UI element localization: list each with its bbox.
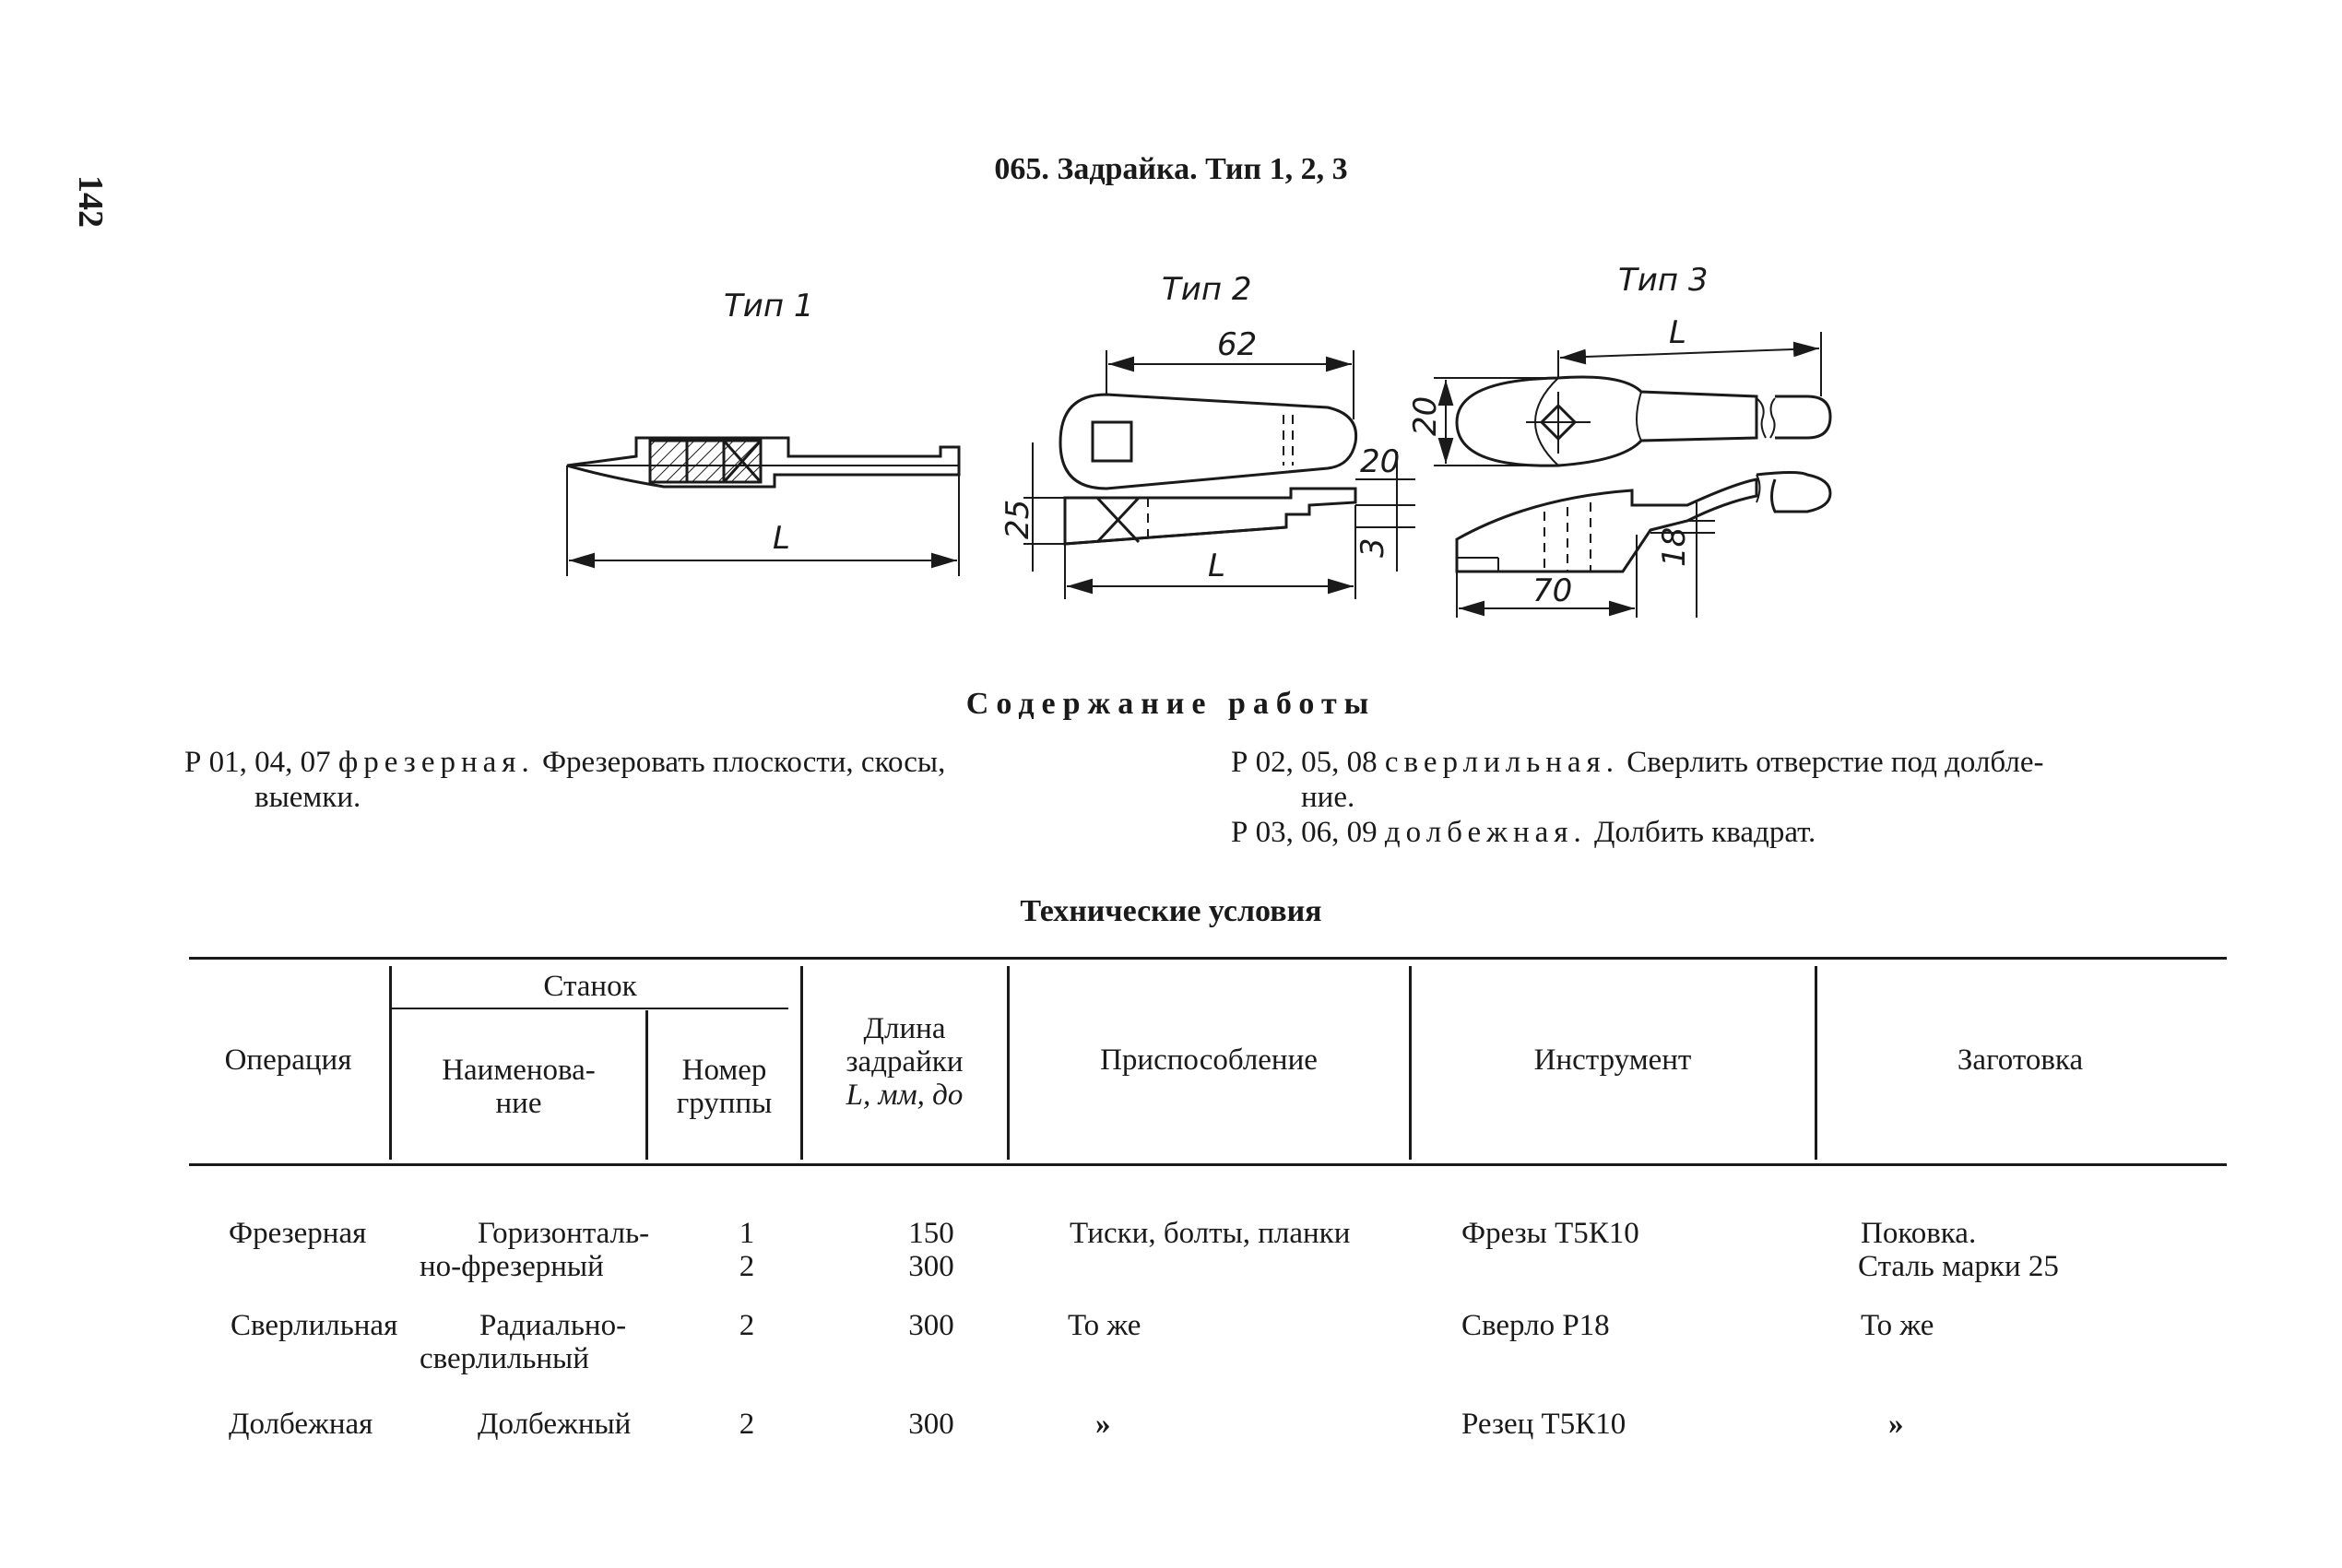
header-length-l2: задрайки — [846, 1045, 964, 1079]
right1-op-code: Р 02, 05, 08 — [1231, 746, 1378, 779]
machine-subrule — [392, 1008, 788, 1009]
type3-dim-top: L — [1669, 314, 1686, 351]
header-length: Длина задрайки L, мм, до — [803, 1012, 1006, 1112]
tech-heading: Технические условия — [1020, 894, 1322, 928]
header-machine: Станок — [543, 970, 637, 1003]
cell-blank: То же — [1861, 1309, 1934, 1342]
header-name-l2: ние — [495, 1087, 542, 1120]
cell-blank: Сталь марки 25 — [1858, 1250, 2059, 1283]
content-heading: Содержание работы — [965, 687, 1377, 721]
header-fixture: Приспособление — [1100, 1043, 1318, 1077]
header-length-l3: L, мм, до — [846, 1079, 964, 1112]
col-divider — [389, 966, 392, 1160]
type3-dim-head: 20 — [1407, 396, 1444, 436]
content-left-block: Р 01, 04, 07 фрезерная. Фрезеровать плос… — [184, 745, 1199, 815]
col-divider — [645, 1010, 648, 1160]
cell-group: 1 — [739, 1217, 755, 1250]
cell-tool: Резец Т5К10 — [1461, 1408, 1626, 1441]
cell-group: 2 — [739, 1408, 755, 1441]
header-name-l1: Наименова- — [442, 1054, 596, 1087]
right2-op-text: Долбить квадрат. — [1593, 816, 1816, 849]
cell-fixture: » — [1095, 1408, 1111, 1441]
cell-tool: Фрезы Т5К10 — [1461, 1217, 1639, 1250]
header-group-l2: группы — [676, 1087, 773, 1120]
cell-group: 2 — [739, 1309, 755, 1342]
cell-fixture: Тиски, болты, планки — [1070, 1217, 1351, 1250]
left-op-text-cont: выемки. — [254, 781, 361, 814]
cell-length: 150 — [908, 1217, 954, 1250]
left-op-name: фрезерная. — [337, 746, 535, 779]
header-tool: Инструмент — [1533, 1043, 1692, 1077]
right2-op-name: долбежная. — [1384, 816, 1587, 849]
cell-blank: Поковка. — [1861, 1217, 1977, 1250]
right1-op-text-cont: ние. — [1301, 781, 1355, 814]
technical-drawings: Тип 1 L Тип 2 62 — [566, 262, 1832, 618]
right1-op-text: Сверлить отверстие под долбле- — [1626, 746, 2044, 779]
cell-operation: Сверлильная — [231, 1309, 398, 1342]
col-divider — [800, 966, 803, 1160]
cell-length: 300 — [908, 1250, 954, 1283]
right2-op-code: Р 03, 06, 09 — [1231, 816, 1378, 849]
type2-dim-height: 25 — [999, 500, 1036, 539]
cell-name: сверлильный — [420, 1342, 589, 1375]
table-top-rule — [189, 957, 2227, 960]
table-header-rule — [189, 1163, 2227, 1166]
header-group-l1: Номер — [681, 1054, 767, 1087]
left-op-text: Фрезеровать плоскости, скосы, — [541, 746, 946, 779]
type2-label: Тип 2 — [1162, 271, 1252, 308]
type3-drawing: Тип 3 L 20 70 — [1407, 262, 1832, 618]
page-title: 065. Задрайка. Тип 1, 2, 3 — [994, 152, 1348, 186]
type3-dim-side: 18 — [1656, 527, 1693, 567]
type1-label: Тип 1 — [724, 288, 814, 324]
cell-length: 300 — [908, 1309, 954, 1342]
type3-dim-bottom: 70 — [1532, 572, 1572, 609]
cell-name: Горизонталь- — [478, 1217, 650, 1250]
header-group: Номер группы — [648, 1054, 800, 1120]
cell-group: 2 — [739, 1250, 755, 1283]
type2-dim-right: 20 — [1360, 443, 1400, 480]
cell-name: Долбежный — [478, 1408, 632, 1441]
header-length-l1: Длина — [863, 1012, 946, 1045]
type3-label: Тип 3 — [1618, 262, 1709, 299]
left-op-code: Р 01, 04, 07 — [184, 746, 331, 779]
header-operation: Операция — [224, 1043, 352, 1077]
cell-name: но-фрезерный — [420, 1250, 604, 1283]
content-right-block: Р 02, 05, 08 сверлильная. Сверлить отвер… — [1231, 745, 2245, 850]
col-divider — [1007, 966, 1010, 1160]
type1-drawing: Тип 1 L — [566, 288, 961, 576]
cell-length: 300 — [908, 1408, 954, 1441]
type2-dim-small: 3 — [1354, 537, 1391, 558]
type2-dim-length: L — [1208, 548, 1225, 584]
col-divider — [1409, 966, 1412, 1160]
type1-dim-length: L — [773, 520, 790, 557]
cell-operation: Фрезерная — [229, 1217, 367, 1250]
type2-drawing: Тип 2 62 25 20 3 L — [999, 271, 1415, 599]
header-name: Наименова- ние — [392, 1054, 645, 1120]
col-divider — [1815, 966, 1817, 1160]
cell-blank: » — [1888, 1408, 1904, 1441]
cell-name: Радиально- — [479, 1309, 627, 1342]
type2-dim-top: 62 — [1217, 326, 1257, 363]
cell-fixture: То же — [1068, 1309, 1141, 1342]
cell-tool: Сверло Р18 — [1461, 1309, 1610, 1342]
cell-operation: Долбежная — [229, 1408, 373, 1441]
right1-op-name: сверлильная. — [1384, 746, 1619, 779]
header-blank: Заготовка — [1957, 1043, 2084, 1077]
